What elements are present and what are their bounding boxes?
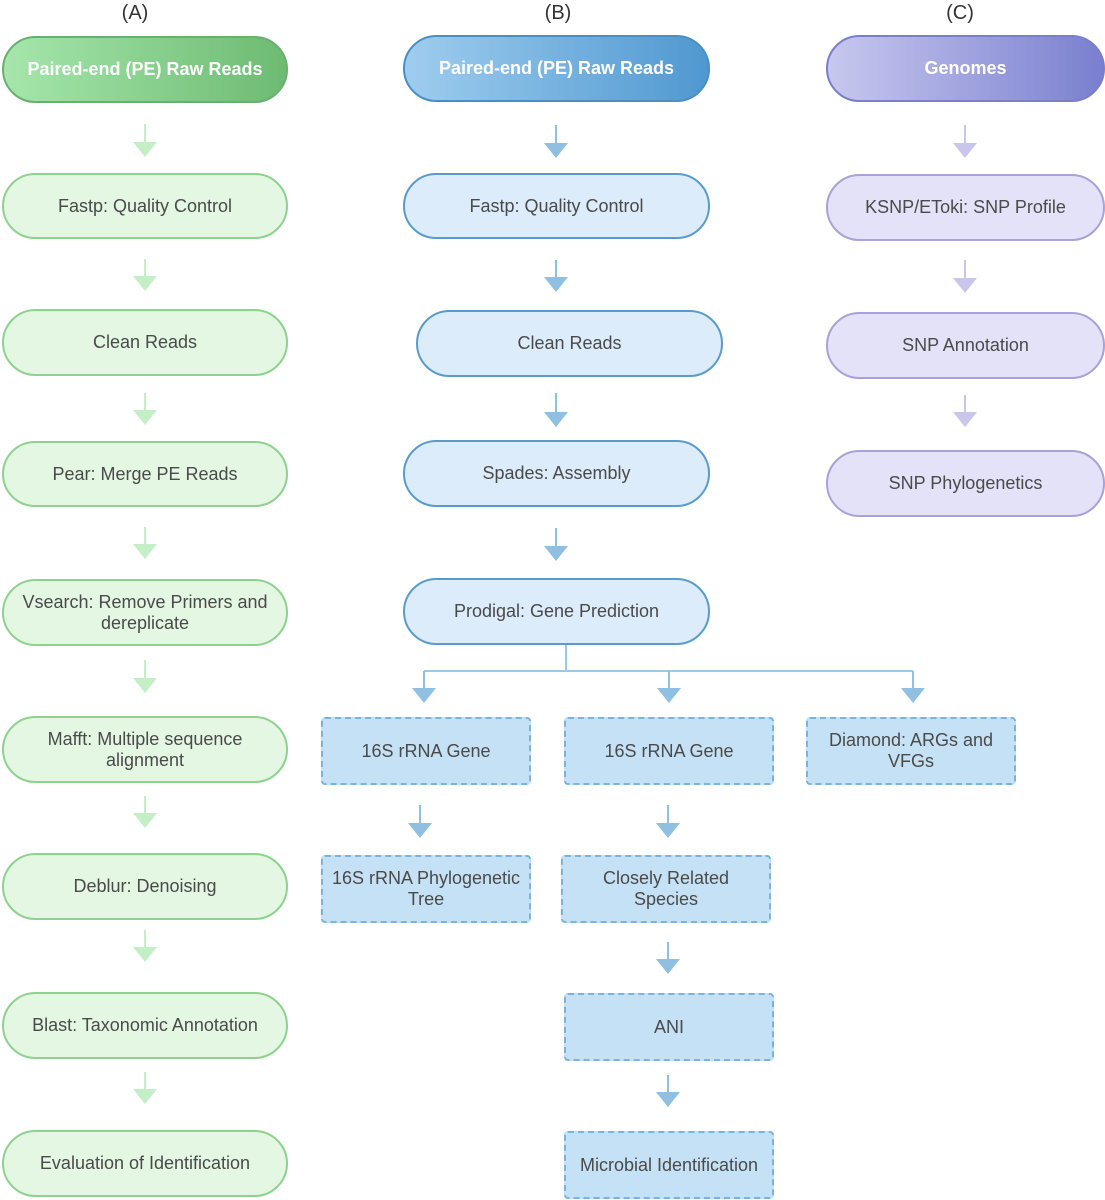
panel-a-vsearch-node: Vsearch: Remove Primers and dereplicate: [2, 579, 288, 646]
panel-a-arrow-7: [133, 930, 157, 962]
panel-b-branch-middle-arrow: [657, 671, 681, 703]
panel-b-ani-node: ANI: [564, 993, 774, 1061]
panel-b-left-arrow-tree: [408, 805, 432, 838]
panel-b-label: (B): [544, 2, 572, 24]
panel-b-raw-reads-node: Paired-end (PE) Raw Reads: [403, 35, 710, 102]
panel-b-middle-arrow-species: [656, 805, 680, 838]
panel-b-arrow-2: [544, 260, 568, 292]
panel-c-arrow-3: [953, 395, 977, 427]
panel-c-label: (C): [946, 2, 974, 24]
panel-a-pear-node: Pear: Merge PE Reads: [2, 441, 288, 507]
panel-b-middle-16s-gene-node: 16S rRNA Gene: [564, 717, 774, 785]
panel-b-phylogenetic-tree-node: 16S rRNA Phylogenetic Tree: [321, 855, 531, 923]
panel-a-label: (A): [121, 2, 149, 24]
panel-b-middle-arrow-ani: [656, 942, 680, 974]
panel-a-arrow-4: [133, 527, 157, 559]
panel-c-snp-annotation-node: SNP Annotation: [826, 312, 1105, 379]
panel-a-arrow-5: [133, 660, 157, 693]
panel-c-genomes-node: Genomes: [826, 35, 1105, 102]
panel-a-evaluation-node: Evaluation of Identification: [2, 1130, 288, 1197]
panel-b-fastp-node: Fastp: Quality Control: [403, 173, 710, 239]
panel-b-clean-reads-node: Clean Reads: [416, 310, 723, 377]
panel-a-raw-reads-node: Paired-end (PE) Raw Reads: [2, 36, 288, 103]
panel-c-arrow-1: [953, 125, 977, 158]
panel-b-prodigal-node: Prodigal: Gene Prediction: [403, 578, 710, 645]
panel-c-ksnp-node: KSNP/EToki: SNP Profile: [826, 174, 1105, 241]
panel-b-branch-right-arrow: [901, 671, 925, 703]
panel-a-mafft-node: Mafft: Multiple sequence alignment: [2, 716, 288, 783]
panel-b-arrow-1: [544, 125, 568, 158]
panel-a-clean-reads-node: Clean Reads: [2, 309, 288, 376]
panel-b-spades-node: Spades: Assembly: [403, 440, 710, 507]
panel-b-diamond-node: Diamond: ARGs and VFGs: [806, 717, 1016, 785]
panel-a-arrow-8: [133, 1072, 157, 1104]
panel-b-arrow-4: [544, 528, 568, 561]
panel-b-microbial-identification-node: Microbial Identification: [564, 1131, 774, 1199]
panel-b-arrow-3: [544, 393, 568, 427]
panel-a-arrow-6: [133, 796, 157, 828]
panel-b-middle-arrow-identification: [656, 1075, 680, 1107]
panel-c-arrow-2: [953, 260, 977, 293]
panel-a-arrow-1: [133, 124, 157, 157]
panel-b-branch-left-arrow: [412, 671, 436, 703]
panel-a-arrow-2: [133, 259, 157, 291]
panel-a-deblur-node: Deblur: Denoising: [2, 853, 288, 920]
panel-c-snp-phylogenetics-node: SNP Phylogenetics: [826, 450, 1105, 517]
panel-b-related-species-node: Closely Related Species: [561, 855, 771, 923]
panel-a-fastp-node: Fastp: Quality Control: [2, 173, 288, 239]
panel-a-arrow-3: [133, 393, 157, 425]
panel-b-left-16s-gene-node: 16S rRNA Gene: [321, 717, 531, 785]
panel-a-blast-node: Blast: Taxonomic Annotation: [2, 992, 288, 1059]
